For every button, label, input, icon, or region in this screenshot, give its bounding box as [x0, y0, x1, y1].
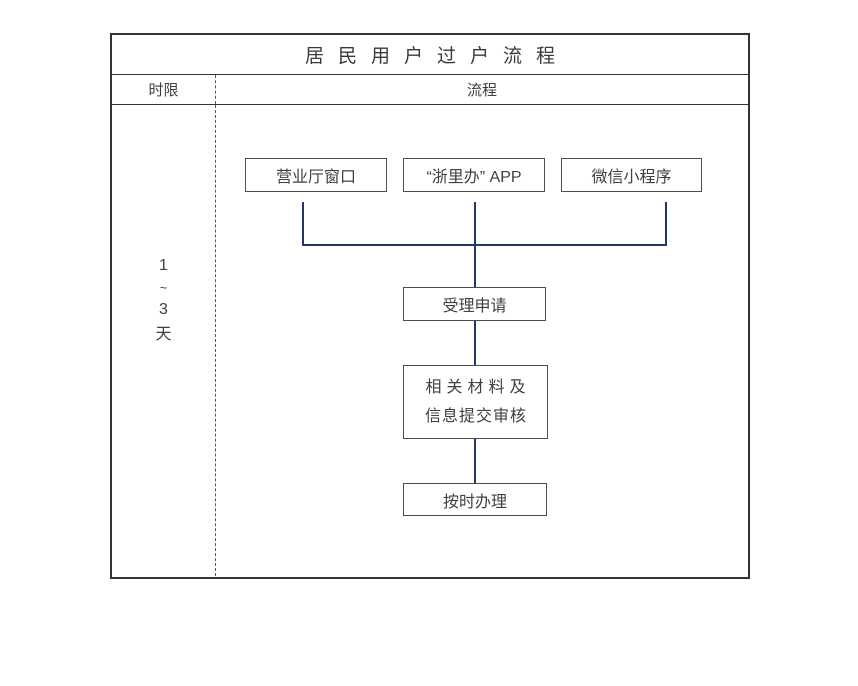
time-limit-cell: 1 ~ 3 天 [112, 105, 216, 576]
time-limit-part: 1 [159, 257, 168, 274]
table-header-row: 时限 流程 [112, 75, 748, 105]
time-limit-value: 1 ~ 3 天 [155, 257, 171, 344]
table-body-row: 1 ~ 3 天 [112, 105, 748, 576]
page-title: 居民用户过户流程 [304, 46, 569, 67]
header-cell-time-limit: 时限 [112, 75, 216, 104]
time-limit-header-label: 时限 [148, 82, 179, 99]
process-table: 居民用户过户流程 时限 流程 1 ~ 3 天 营业厅窗口 [110, 33, 750, 579]
table-title-row: 居民用户过户流程 [112, 35, 748, 75]
header-cell-process: 流程 [216, 75, 748, 104]
process-cell [216, 105, 748, 576]
time-limit-part: 3 [159, 301, 168, 318]
time-limit-tilde: ~ [159, 280, 168, 295]
time-limit-part: 天 [155, 326, 172, 343]
process-header-label: 流程 [466, 82, 497, 99]
